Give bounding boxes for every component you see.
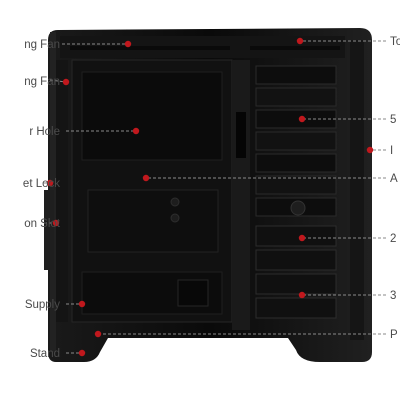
callout-label-right: To xyxy=(390,36,400,48)
callout-label-right: 2 xyxy=(390,233,397,245)
callout-dot-left xyxy=(46,179,54,187)
callout-label-left: Stand xyxy=(29,348,60,360)
drive-bay-slot xyxy=(255,87,337,107)
callout-label-right: P xyxy=(390,329,398,341)
drive-bay-slot xyxy=(255,65,337,85)
callout-dot-right xyxy=(298,115,306,123)
hdd-bay-slot xyxy=(255,225,337,247)
callout-label-left: et Lock xyxy=(22,178,60,190)
motherboard-tray xyxy=(71,59,233,323)
callout-leader-line-left xyxy=(49,79,67,83)
callout-dot-right xyxy=(298,234,306,242)
callout-label-right: 5 xyxy=(390,114,397,126)
callout-label-left: ng Fan xyxy=(24,39,60,51)
callout-dot-right xyxy=(366,146,374,154)
callout-dot-left xyxy=(78,349,86,357)
callout-label-left: Supply xyxy=(24,299,60,311)
callout-dot-right xyxy=(94,330,102,338)
callout-label-left: ng Fan xyxy=(24,76,60,88)
callout-dot-left xyxy=(78,300,86,308)
callout-dot-right xyxy=(298,291,306,299)
callout-dot-left xyxy=(52,219,60,227)
callout-label-left: r Hole xyxy=(29,126,60,138)
callout-label-right: A xyxy=(390,173,398,185)
callout-label-right: I xyxy=(390,145,394,157)
drive-bays xyxy=(255,65,337,319)
drive-bay-slot xyxy=(255,131,337,151)
hdd-bay-slot xyxy=(255,249,337,271)
drive-bay-slot xyxy=(255,153,337,173)
bay-latch-icon xyxy=(290,200,306,216)
top-panel xyxy=(60,36,345,58)
callout-dot-left xyxy=(132,127,140,135)
expansion-bracket xyxy=(44,60,68,322)
cable-spine xyxy=(232,60,250,330)
hdd-bay-slot xyxy=(255,297,337,319)
callout-dot-right xyxy=(296,37,304,45)
callout-dot-right xyxy=(142,174,150,182)
callout-label-right: 3 xyxy=(390,290,397,302)
callout-label-left: on Slot xyxy=(24,218,60,230)
callout-leaders xyxy=(44,37,386,357)
hdd-bay-slot xyxy=(255,273,337,295)
drive-bay-slot xyxy=(255,175,337,195)
callout-dot-left xyxy=(62,78,70,86)
callout-dot-left xyxy=(124,40,132,48)
